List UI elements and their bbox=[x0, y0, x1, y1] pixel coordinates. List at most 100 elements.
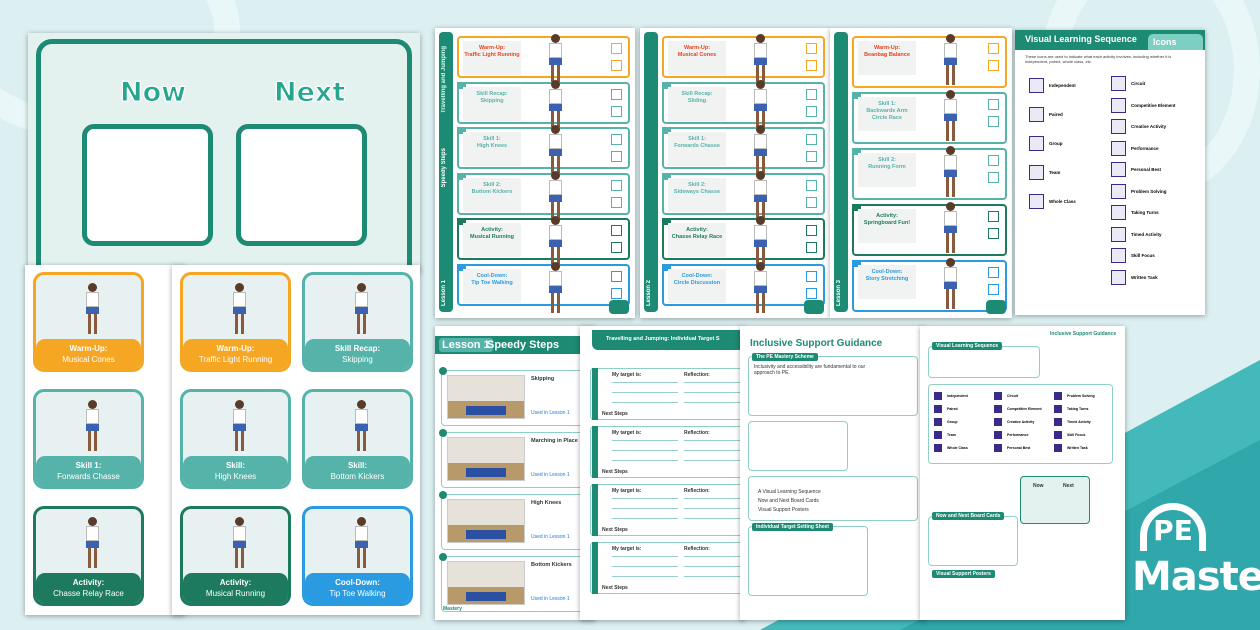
write-line[interactable] bbox=[612, 382, 678, 383]
activity-icon bbox=[988, 116, 999, 127]
icons-tab[interactable]: Icons bbox=[1148, 34, 1203, 50]
write-line[interactable] bbox=[684, 566, 742, 567]
step-title: Warm-Up:Musical Cones bbox=[668, 41, 726, 75]
figure-part bbox=[88, 431, 91, 451]
figure-part bbox=[551, 65, 554, 85]
target-label: My target is: bbox=[612, 372, 642, 378]
child-figure bbox=[545, 125, 565, 177]
sequence-step[interactable]: Cool-Down:Circle Discussion bbox=[662, 261, 825, 313]
now-slot[interactable] bbox=[82, 124, 213, 246]
sequence-step[interactable]: Activity:Chasse Relay Race bbox=[662, 216, 825, 267]
write-line[interactable] bbox=[612, 518, 678, 519]
activity-card[interactable]: Activity:Chasse Relay Race bbox=[33, 506, 144, 606]
write-line[interactable] bbox=[684, 382, 742, 383]
write-line[interactable] bbox=[684, 450, 742, 451]
title-tab[interactable]: Speedy Steps bbox=[441, 148, 447, 188]
sequence-step[interactable]: Skill Recap:Sliding bbox=[662, 79, 825, 131]
used-in-link[interactable]: Used in Lesson 1 bbox=[531, 410, 570, 416]
activity-icon bbox=[806, 287, 817, 299]
sequence-step[interactable]: Warm-Up:Beanbag Balance bbox=[852, 34, 1007, 88]
write-line[interactable] bbox=[684, 556, 742, 557]
lesson-tab[interactable]: Lesson 3 bbox=[836, 279, 842, 306]
activity-card[interactable]: Warm-Up:Traffic Light Running bbox=[180, 272, 291, 372]
sequence-step[interactable]: Skill 1:High Knees bbox=[457, 125, 630, 176]
sequence-step[interactable]: Skill 1:Backwards Arm Circle Race bbox=[852, 90, 1007, 144]
icon-label: Independent bbox=[947, 394, 968, 398]
child-figure bbox=[545, 261, 565, 314]
write-line[interactable] bbox=[612, 508, 678, 509]
figure-part bbox=[355, 292, 368, 307]
write-line[interactable] bbox=[612, 556, 678, 557]
activity-card[interactable]: Skill:Bottom Kickers bbox=[302, 389, 413, 489]
write-line[interactable] bbox=[684, 392, 742, 393]
figure-part bbox=[357, 548, 360, 568]
card-type: Skill: bbox=[347, 461, 368, 470]
icon-label: Timed Activity bbox=[1131, 231, 1162, 237]
write-line[interactable] bbox=[612, 460, 678, 461]
activity-icon bbox=[988, 211, 999, 222]
icon-glyph bbox=[1111, 248, 1126, 263]
video-thumbnail[interactable] bbox=[447, 499, 525, 543]
write-line[interactable] bbox=[612, 450, 678, 451]
activity-card[interactable]: Warm-Up:Musical Cones bbox=[33, 272, 144, 372]
next-steps-label: Next Steps bbox=[602, 585, 628, 591]
used-in-link[interactable]: Used in Lesson 1 bbox=[531, 534, 570, 540]
write-line[interactable] bbox=[612, 576, 678, 577]
sequence-step[interactable]: Warm-Up:Traffic Light Running bbox=[457, 34, 630, 85]
write-line[interactable] bbox=[684, 440, 742, 441]
write-line[interactable] bbox=[612, 402, 678, 403]
next-slot[interactable] bbox=[236, 124, 367, 246]
video-thumbnail[interactable] bbox=[447, 561, 525, 605]
unit-tab[interactable]: Travelling and Jumping bbox=[441, 46, 447, 114]
sequence-step[interactable]: Cool-Down:Story Stretching bbox=[852, 258, 1007, 312]
sequence-step[interactable]: Skill 1:Forwards Chasse bbox=[662, 125, 825, 176]
sequence-step[interactable]: Cool-Down:Tip Toe Walking bbox=[457, 261, 630, 313]
icon-key-item: Problem Solving bbox=[1111, 183, 1167, 199]
sequence-step[interactable]: Skill 2:Running Form bbox=[852, 146, 1007, 200]
activity-icon bbox=[611, 151, 622, 162]
footer-logo: Mastery bbox=[443, 606, 462, 612]
write-line[interactable] bbox=[612, 498, 678, 499]
write-line[interactable] bbox=[684, 508, 742, 509]
write-line[interactable] bbox=[684, 576, 742, 577]
used-in-link[interactable]: Used in Lesson 1 bbox=[531, 472, 570, 478]
activity-icon bbox=[806, 270, 817, 282]
down-arrow-icon bbox=[662, 127, 671, 134]
activity-card[interactable]: Activity:Musical Running bbox=[180, 506, 291, 606]
sequence-step[interactable]: Warm-Up:Musical Cones bbox=[662, 34, 825, 85]
figure-part bbox=[551, 247, 554, 267]
used-in-link[interactable]: Used in Lesson 1 bbox=[531, 596, 570, 602]
activity-card[interactable]: Cool-Down:Tip Toe Walking bbox=[302, 506, 413, 606]
sequence-step[interactable]: Activity:Springboard Fun! bbox=[852, 202, 1007, 256]
figure-part bbox=[756, 79, 765, 89]
write-line[interactable] bbox=[612, 440, 678, 441]
sequence-step[interactable]: Skill Recap:Skipping bbox=[457, 79, 630, 131]
activity-card[interactable]: Skill Recap:Skipping bbox=[302, 272, 413, 372]
write-line[interactable] bbox=[684, 518, 742, 519]
activity-card[interactable]: Skill 1:Forwards Chasse bbox=[33, 389, 144, 489]
lesson-tab[interactable]: Lesson 2 bbox=[646, 279, 652, 306]
figure-part bbox=[355, 526, 368, 541]
sequence-step[interactable]: Skill 2:Bottom Kickers bbox=[457, 170, 630, 222]
write-line[interactable] bbox=[684, 498, 742, 499]
figure-part bbox=[88, 517, 97, 526]
activity-card[interactable]: Skill:High Knees bbox=[180, 389, 291, 489]
target-label: My target is: bbox=[612, 430, 642, 436]
write-line[interactable] bbox=[612, 392, 678, 393]
lesson-tab[interactable]: Lesson 1 bbox=[441, 279, 447, 306]
icon-key-item: Independent bbox=[934, 392, 968, 400]
video-thumbnail[interactable] bbox=[447, 375, 525, 419]
step-number-badge bbox=[439, 491, 447, 499]
icon-label: Competitive Element bbox=[1007, 407, 1042, 411]
figure-part bbox=[86, 526, 99, 541]
icon-key-item: Creative Activity bbox=[1111, 119, 1166, 134]
write-line[interactable] bbox=[684, 402, 742, 403]
write-line[interactable] bbox=[684, 460, 742, 461]
figure-part bbox=[86, 424, 99, 431]
sequence-step[interactable]: Activity:Musical Running bbox=[457, 216, 630, 267]
write-line[interactable] bbox=[612, 566, 678, 567]
sequence-step[interactable]: Skill 2:Sideways Chasse bbox=[662, 170, 825, 222]
step-title: Warm-Up:Traffic Light Running bbox=[463, 41, 521, 75]
video-thumbnail[interactable] bbox=[447, 437, 525, 481]
